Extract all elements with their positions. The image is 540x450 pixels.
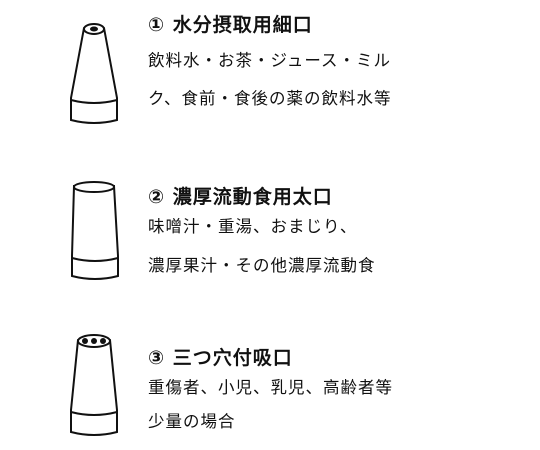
item-description-line: 重傷者、小児、乳児、高齢者等 bbox=[148, 378, 393, 397]
item-title: ② 濃厚流動食用太口 bbox=[148, 186, 333, 208]
item-title: ① 水分摂取用細口 bbox=[148, 14, 313, 36]
item-description-line: 飲料水・お茶・ジュース・ミル bbox=[148, 51, 392, 70]
item-description-line: ク、食前・食後の薬の飲料水等 bbox=[148, 89, 392, 108]
item-description-line: 少量の場合 bbox=[148, 412, 236, 431]
narrow-spout-nozzle-icon bbox=[70, 23, 118, 124]
item-description-line: 味噌汁・重湯、おまじり、 bbox=[148, 217, 358, 236]
three-hole-spout-nozzle-icon bbox=[70, 334, 118, 436]
item-description-line: 濃厚果汁・その他濃厚流動食 bbox=[148, 256, 376, 275]
item-title: ③ 三つ穴付吸口 bbox=[148, 347, 293, 369]
wide-spout-nozzle-icon bbox=[71, 181, 119, 280]
